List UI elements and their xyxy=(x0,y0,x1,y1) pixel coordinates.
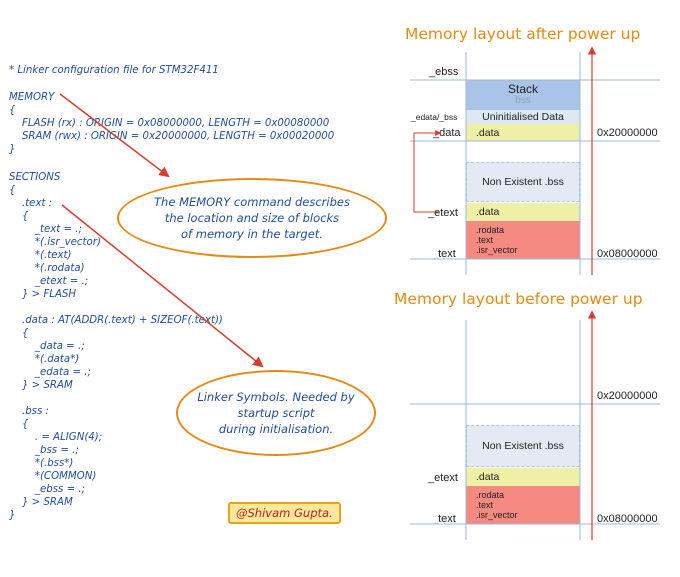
after-addr-flash: 0x08000000 xyxy=(597,248,658,260)
after-title: Memory layout after power up xyxy=(405,25,641,43)
after-data-ram-block: .data xyxy=(466,124,580,141)
uninit-block: Uninitialised Data xyxy=(466,110,580,124)
before-label-text: _text xyxy=(432,513,456,525)
code-memory-block: MEMORY { FLASH (rx) : ORIGIN = 0x0800000… xyxy=(9,92,335,155)
callout-linker-symbols: Linker Symbols. Needed by startup script… xyxy=(176,370,376,456)
after-label-data: _data xyxy=(433,127,461,139)
before-flash-code-block: .rodata .text .isr_vector xyxy=(466,486,580,524)
before-label-etext: _etext xyxy=(428,472,458,484)
after-addr-sram: 0x20000000 xyxy=(597,127,658,139)
after-non-existent-block: Non Existent .bss xyxy=(466,162,580,202)
code-header: * Linker configuration file for STM32F41… xyxy=(9,65,219,76)
before-addr-flash: 0x08000000 xyxy=(597,513,658,525)
before-isr-label: .isr_vector xyxy=(476,510,518,520)
copy-bracket-arrow xyxy=(413,130,442,213)
after-label-text: _text xyxy=(432,248,456,260)
stack-block: Stack bss xyxy=(466,80,580,110)
before-rodata-label: .rodata xyxy=(476,490,505,500)
after-text-label: .text xyxy=(476,235,494,245)
stack-sub-label: bss xyxy=(515,95,531,106)
before-title: Memory layout before power up xyxy=(394,290,643,308)
callout-memory-command: The MEMORY command describes the locatio… xyxy=(117,178,387,258)
after-data-flash-block: .data xyxy=(466,203,580,221)
after-label-edata-bss: _edata/_bss xyxy=(411,112,458,122)
before-addr-sram: 0x20000000 xyxy=(597,390,658,402)
after-rodata-label: .rodata xyxy=(476,225,505,235)
before-text-label: .text xyxy=(476,500,494,510)
after-label-etext: _etext xyxy=(428,207,458,219)
before-non-existent-block: Non Existent .bss xyxy=(466,425,580,467)
after-isr-label: .isr_vector xyxy=(476,245,518,255)
before-data-flash-block: .data xyxy=(466,468,580,486)
stack-label: Stack xyxy=(507,82,538,96)
after-label-ebss: _ebss xyxy=(429,66,459,78)
after-flash-code-block: .rodata .text .isr_vector xyxy=(466,221,580,259)
credit-badge: @Shivam Gupta. xyxy=(228,502,341,524)
